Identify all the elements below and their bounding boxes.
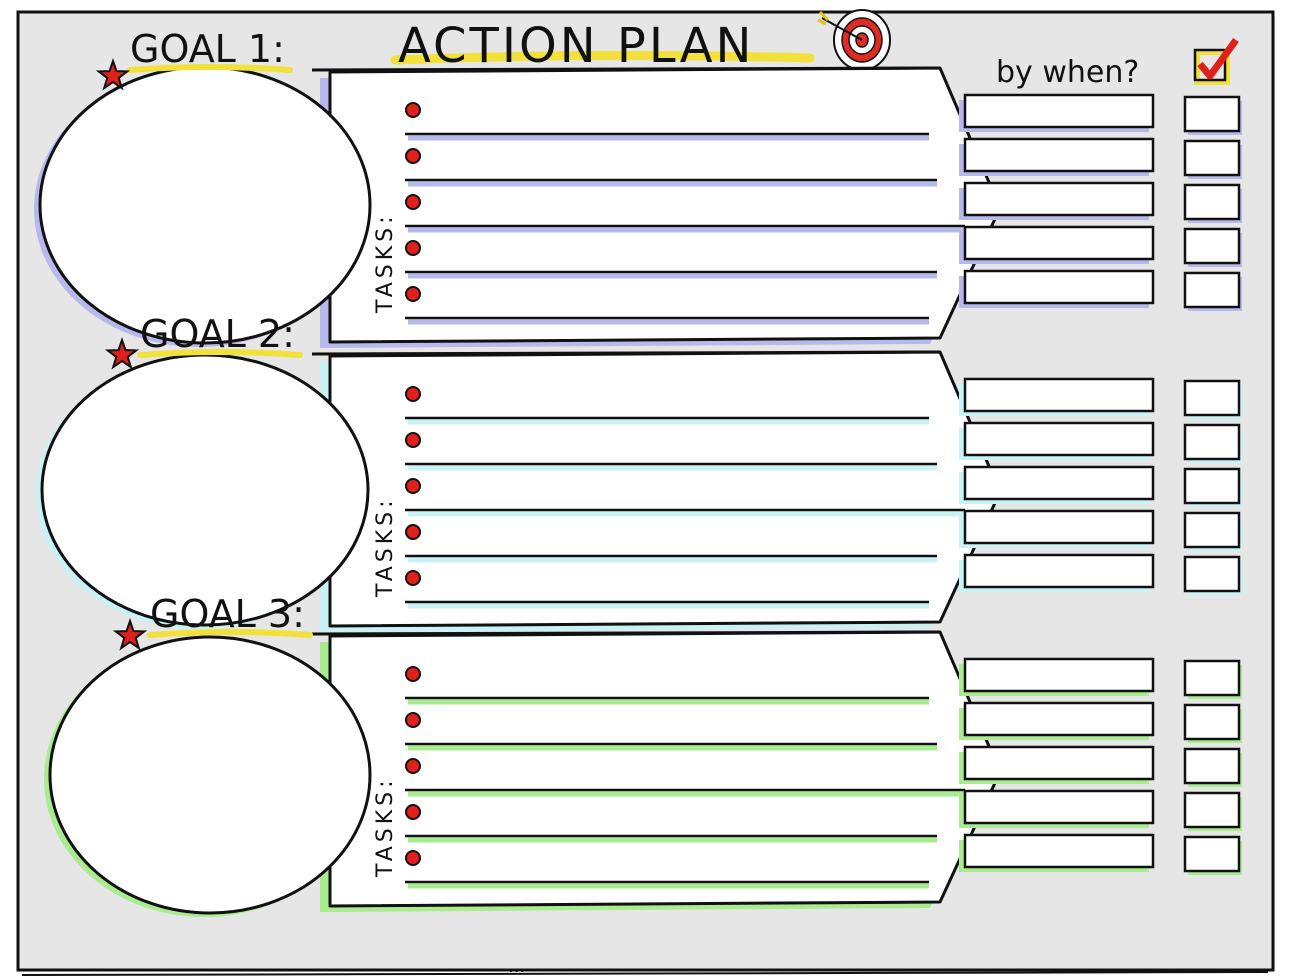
- target-icon: [817, 9, 891, 71]
- date-box[interactable]: [963, 657, 1155, 693]
- task-bullet-icon: [405, 524, 421, 540]
- goal-header-line: [311, 66, 941, 72]
- task-bullet-icon: [405, 758, 421, 774]
- date-box[interactable]: [963, 553, 1155, 589]
- date-box[interactable]: [963, 833, 1155, 869]
- task-checkbox[interactable]: [1183, 379, 1241, 417]
- task-checkbox[interactable]: [1183, 555, 1241, 593]
- task-checkbox[interactable]: [1183, 271, 1241, 309]
- tasks-label: TASKS:: [373, 776, 398, 878]
- task-bullet-icon: [405, 712, 421, 728]
- task-bullet-icon: [405, 240, 421, 256]
- date-box[interactable]: [963, 181, 1155, 217]
- page-title: ACTION PLAN: [398, 18, 754, 74]
- date-box[interactable]: [963, 509, 1155, 545]
- goal-header-line: [311, 630, 941, 636]
- date-box[interactable]: [963, 377, 1155, 413]
- goal-label-underline: [137, 349, 303, 358]
- by-when-label: by when?: [996, 55, 1139, 90]
- task-bullet-icon: [405, 386, 421, 402]
- task-checkbox[interactable]: [1183, 747, 1241, 785]
- task-checkbox[interactable]: [1183, 139, 1241, 177]
- goal-section-3: GOAL 3: TASKS:: [44, 592, 1242, 917]
- date-box[interactable]: [963, 225, 1155, 261]
- date-box[interactable]: [963, 421, 1155, 457]
- task-arrow: [328, 350, 1002, 628]
- task-checkbox[interactable]: [1183, 659, 1241, 697]
- task-arrow: [328, 66, 1002, 344]
- task-checkbox[interactable]: [1183, 467, 1241, 505]
- goal-circle[interactable]: [40, 353, 370, 627]
- task-checkbox[interactable]: [1183, 835, 1241, 873]
- goal-section-1: GOAL 1:TASKS:...: [34, 27, 1242, 363]
- goal-header-line: [311, 350, 941, 356]
- star-icon: [112, 617, 148, 651]
- task-bullet-icon: [405, 286, 421, 302]
- goal-label: GOAL 1:: [130, 27, 285, 71]
- date-box[interactable]: [963, 465, 1155, 501]
- task-checkbox[interactable]: [1183, 95, 1241, 133]
- star-icon: [104, 336, 140, 370]
- task-bullet-icon: [405, 570, 421, 586]
- goal-circle[interactable]: [48, 635, 372, 915]
- task-checkbox[interactable]: [1183, 423, 1241, 461]
- task-bullet-icon: [405, 148, 421, 164]
- task-bullet-icon: [405, 666, 421, 682]
- date-box[interactable]: [963, 789, 1155, 825]
- tasks-label: TASKS:: [373, 496, 398, 598]
- checkbox-checked-icon: [1193, 37, 1239, 85]
- bottom-continue-dots: ...: [508, 956, 525, 977]
- date-box[interactable]: [963, 137, 1155, 173]
- goal-label-underline: [127, 64, 293, 73]
- task-checkbox[interactable]: [1183, 703, 1241, 741]
- task-bullet-icon: [405, 432, 421, 448]
- task-checkbox[interactable]: [1183, 791, 1241, 829]
- goal-label-underline: [147, 629, 313, 638]
- goal-label: GOAL 3:: [150, 592, 305, 636]
- goal-label: GOAL 2:: [140, 312, 295, 356]
- task-bullet-icon: [405, 804, 421, 820]
- task-arrow: [328, 630, 1002, 908]
- star-icon: [95, 57, 131, 91]
- goal-circle[interactable]: [38, 65, 372, 345]
- task-bullet-icon: [405, 850, 421, 866]
- date-box[interactable]: [963, 701, 1155, 737]
- goal-section-2: GOAL 2:TASKS:...: [36, 312, 1242, 646]
- task-bullet-icon: [405, 478, 421, 494]
- sheet-bottom-edge: [21, 971, 1269, 976]
- task-bullet-icon: [405, 102, 421, 118]
- title-block: ACTION PLAN: [390, 18, 815, 74]
- date-box[interactable]: [963, 93, 1155, 129]
- date-box[interactable]: [963, 269, 1155, 305]
- tasks-label: TASKS:: [373, 212, 398, 314]
- task-bullet-icon: [405, 194, 421, 210]
- task-checkbox[interactable]: [1183, 227, 1241, 265]
- task-checkbox[interactable]: [1183, 511, 1241, 549]
- date-box[interactable]: [963, 745, 1155, 781]
- goal-sections: GOAL 1:TASKS:...GOAL 2:TASKS:...GOAL 3:T…: [34, 27, 1242, 917]
- task-checkbox[interactable]: [1183, 183, 1241, 221]
